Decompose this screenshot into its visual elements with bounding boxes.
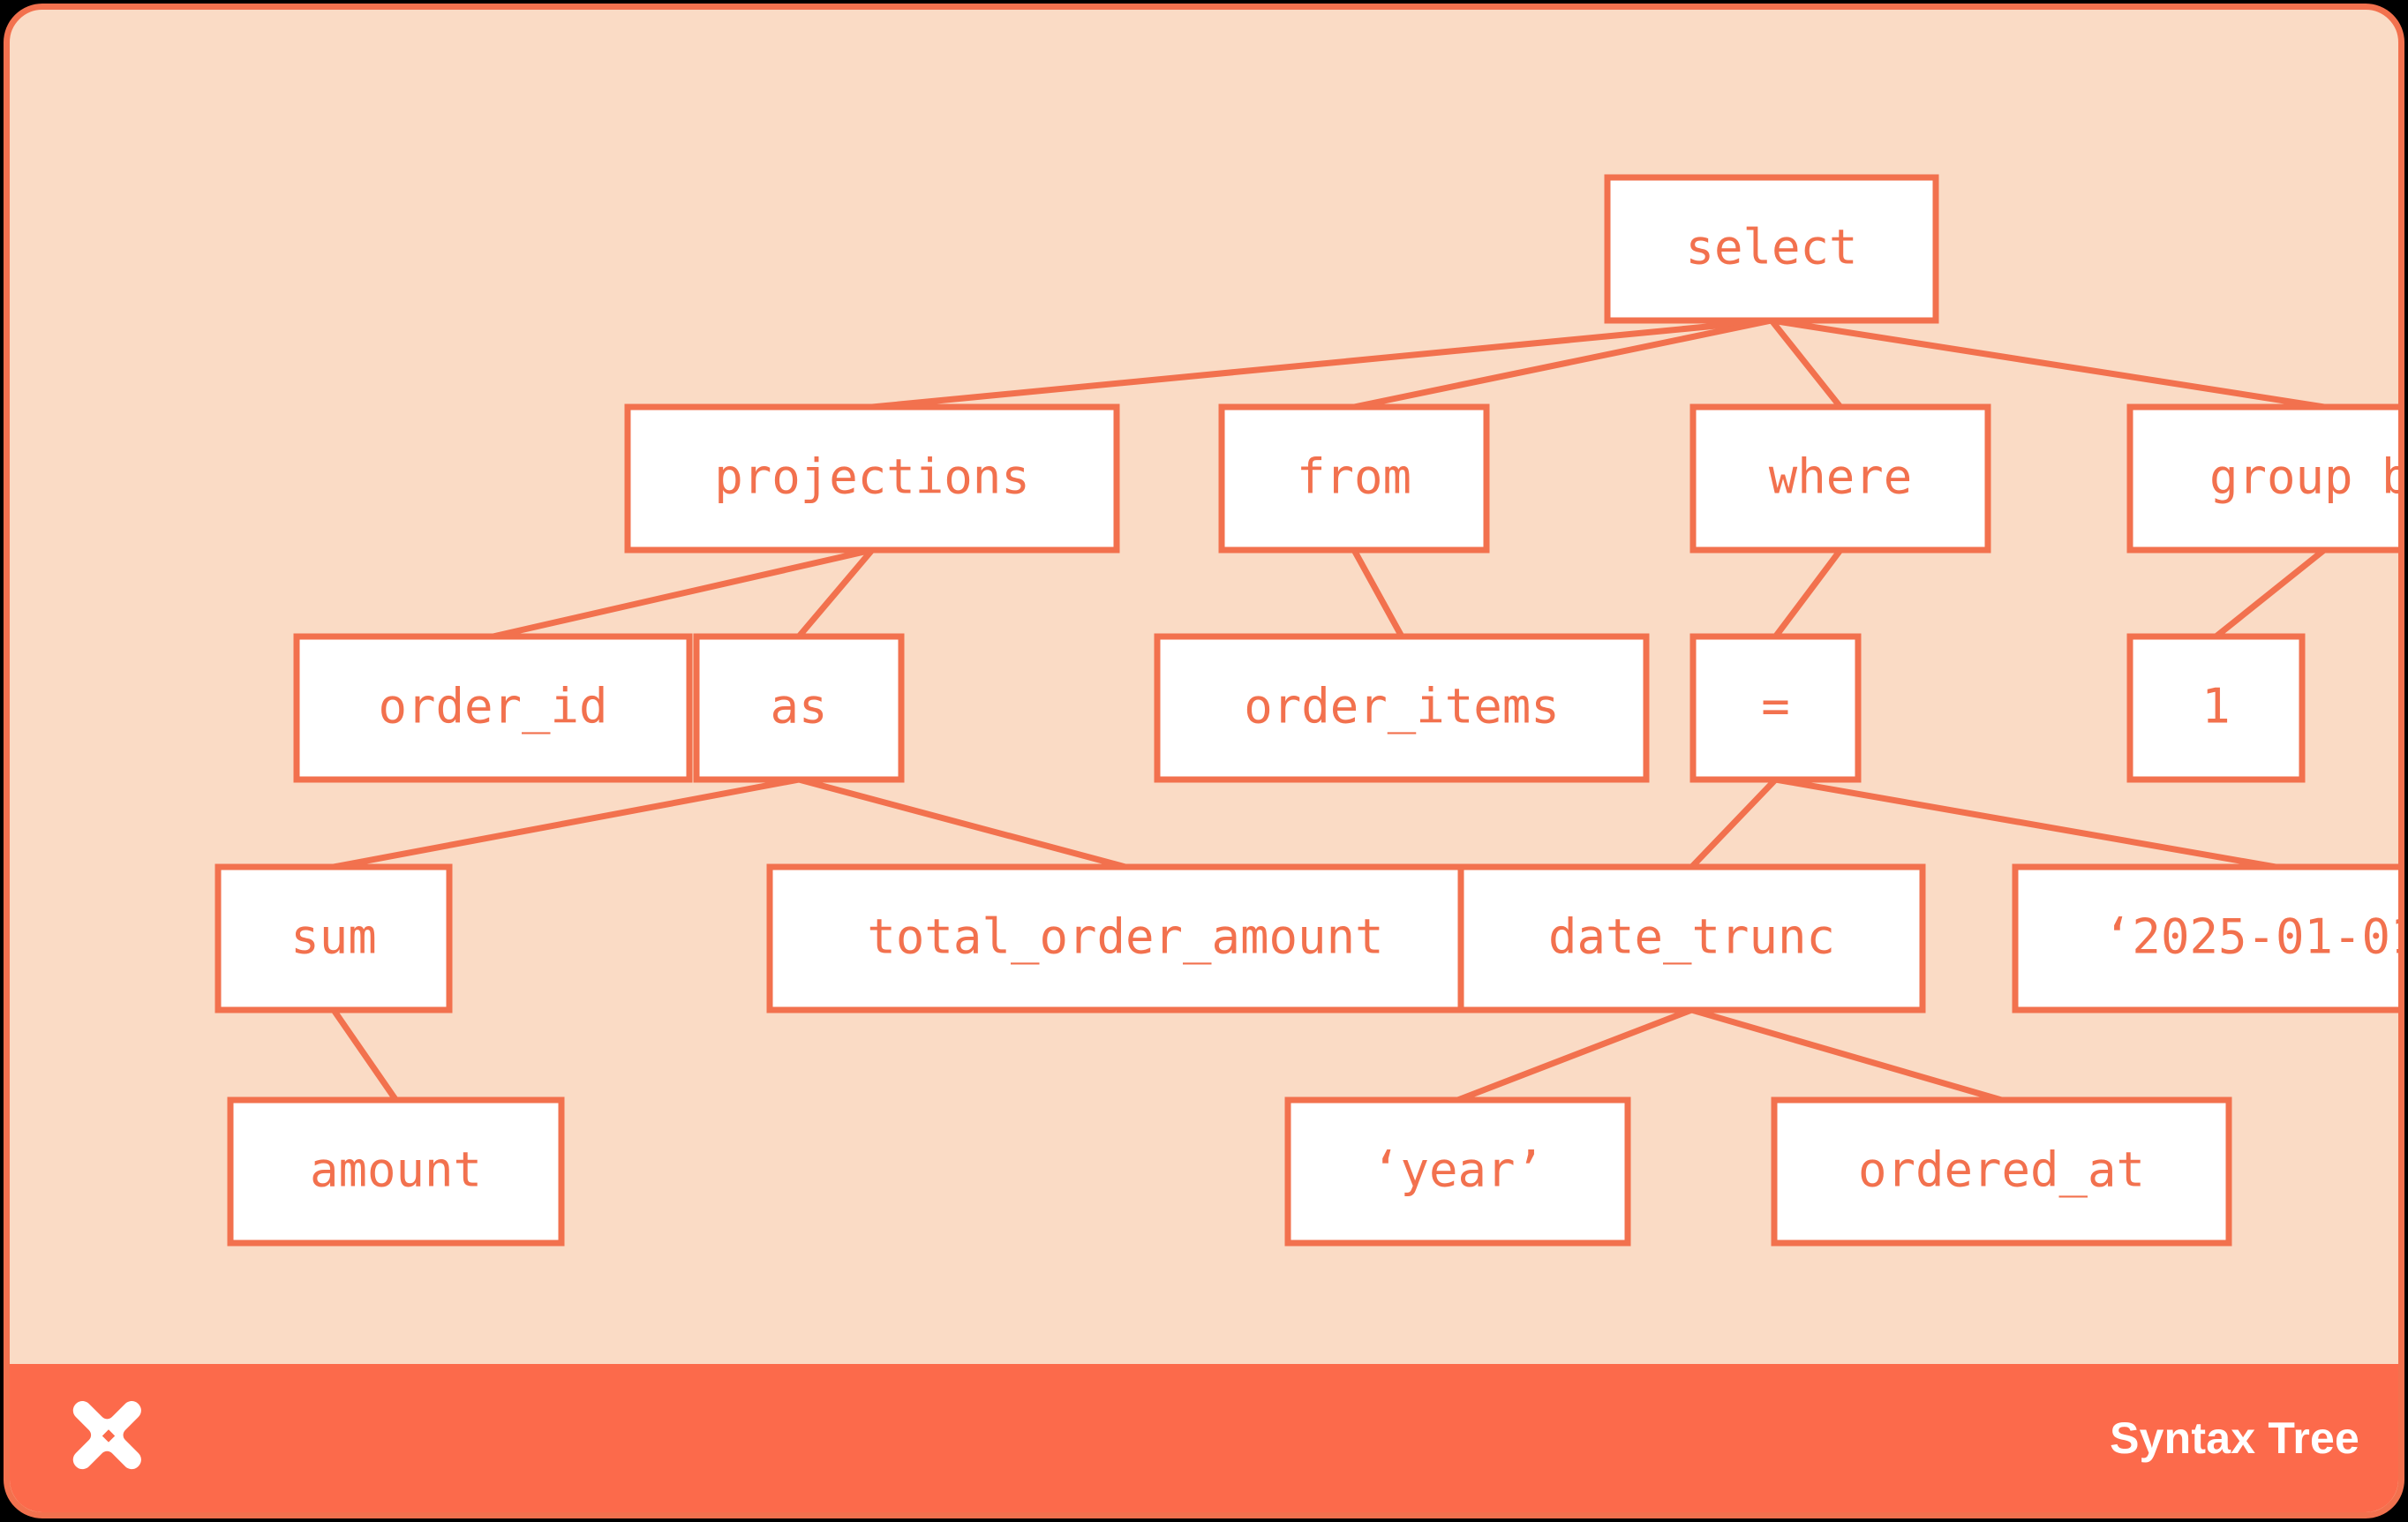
tree-node-date-trunc[interactable]: date_trunc xyxy=(1457,863,1926,1013)
node-label-order-id: order_id xyxy=(378,679,607,735)
node-label-one: 1 xyxy=(2201,679,2231,735)
tree-node-order-items[interactable]: order_items xyxy=(1154,633,1650,783)
node-label-amount: amount xyxy=(310,1142,482,1198)
tree-node-select[interactable]: select xyxy=(1604,174,1939,324)
tree-node-where[interactable]: where xyxy=(1689,403,1991,554)
tree-edge-date-trunc-to-ordered-at xyxy=(1690,1006,2003,1104)
tree-node-as[interactable]: as xyxy=(693,633,905,783)
tree-node-group-by[interactable]: group by xyxy=(2126,403,2404,554)
tree-node-one[interactable]: 1 xyxy=(2126,633,2306,783)
tree-edge-equals-to-date-literal xyxy=(1774,776,2276,870)
tree-node-projections[interactable]: projections xyxy=(624,403,1120,554)
tree-edge-date-trunc-to-year-literal xyxy=(1456,1006,1693,1104)
node-label-select: select xyxy=(1685,220,1857,275)
node-box-where xyxy=(1689,403,1991,554)
node-box-select xyxy=(1604,174,1939,324)
tree-edge-select-to-where xyxy=(1769,318,1843,410)
tree-edges-layer xyxy=(331,317,2327,1104)
tree-edge-projections-to-as xyxy=(796,547,875,639)
node-box-total-order-amount xyxy=(766,863,1485,1013)
tree-edge-equals-to-date-trunc xyxy=(1689,777,1779,870)
tree-node-ordered-at[interactable]: ordered_at xyxy=(1771,1096,2232,1247)
diagram-card: select projections from where group by order_… xyxy=(4,4,2404,1518)
node-box-year-literal xyxy=(1284,1096,1631,1247)
tree-edge-as-to-sum xyxy=(333,776,800,870)
node-label-group-by: group by xyxy=(2209,449,2404,505)
node-label-total-order-amount: total_order_amount xyxy=(867,909,1383,965)
syntax-tree-canvas: select projections from where group by order_… xyxy=(214,174,2404,1247)
tree-node-year-literal[interactable]: ‘year’ xyxy=(1284,1096,1631,1247)
node-box-ordered-at xyxy=(1771,1096,2232,1247)
node-label-date-literal: ‘2025-01-01’ xyxy=(2103,909,2404,965)
node-box-order-items xyxy=(1154,633,1650,783)
tree-node-amount[interactable]: amount xyxy=(227,1096,565,1247)
node-label-projections: projections xyxy=(714,449,1030,505)
node-box-group-by xyxy=(2126,403,2398,554)
node-label-where: where xyxy=(1769,449,1913,505)
tree-edge-as-to-total-order-amount xyxy=(798,776,1126,870)
node-label-ordered-at: ordered_at xyxy=(1858,1142,2145,1198)
node-box-amount xyxy=(227,1096,565,1247)
tree-nodes-layer: select projections from where group by order_… xyxy=(214,174,2404,1247)
node-box-projections xyxy=(624,403,1120,554)
node-label-from: from xyxy=(1297,449,1411,505)
tree-node-from[interactable]: from xyxy=(1218,403,1490,554)
footer-bar: Syntax Tree xyxy=(10,1364,2398,1512)
tree-edge-select-to-projections xyxy=(871,317,1772,411)
node-label-year-literal: ‘year’ xyxy=(1372,1142,1544,1198)
node-box-one xyxy=(2126,633,2306,783)
node-label-sum: sum xyxy=(290,909,377,965)
footer-title: Syntax Tree xyxy=(2110,1413,2359,1463)
tree-edge-group-by-to-one xyxy=(2214,547,2327,639)
node-box-from xyxy=(1218,403,1490,554)
node-label-date-trunc: date_trunc xyxy=(1548,909,1835,965)
tree-edge-from-to-order-items xyxy=(1351,548,1405,638)
tree-node-date-literal[interactable]: ‘2025-01-01’ xyxy=(2012,863,2404,1013)
tree-edge-select-to-from xyxy=(1353,317,1772,411)
node-box-as xyxy=(693,633,905,783)
node-label-equals: = xyxy=(1761,679,1790,735)
node-box-order-id xyxy=(293,633,693,783)
node-label-order-items: order_items xyxy=(1244,679,1560,735)
tree-edge-select-to-group-by xyxy=(1771,317,2325,411)
node-label-as: as xyxy=(770,679,827,735)
tree-node-order-id[interactable]: order_id xyxy=(293,633,693,783)
node-box-date-literal xyxy=(2012,863,2398,1013)
x-mark-logo-icon xyxy=(63,1390,154,1487)
tree-edge-projections-to-order-id xyxy=(492,546,873,640)
tree-node-total-order-amount[interactable]: total_order_amount xyxy=(766,863,1485,1013)
tree-edge-sum-to-amount xyxy=(331,1008,399,1102)
node-box-equals xyxy=(1689,633,1862,783)
tree-node-sum[interactable]: sum xyxy=(214,863,453,1013)
tree-node-equals[interactable]: = xyxy=(1689,633,1862,783)
node-box-sum xyxy=(214,863,453,1013)
tree-edge-where-to-equals xyxy=(1772,547,1843,639)
node-box-date-trunc xyxy=(1457,863,1926,1013)
